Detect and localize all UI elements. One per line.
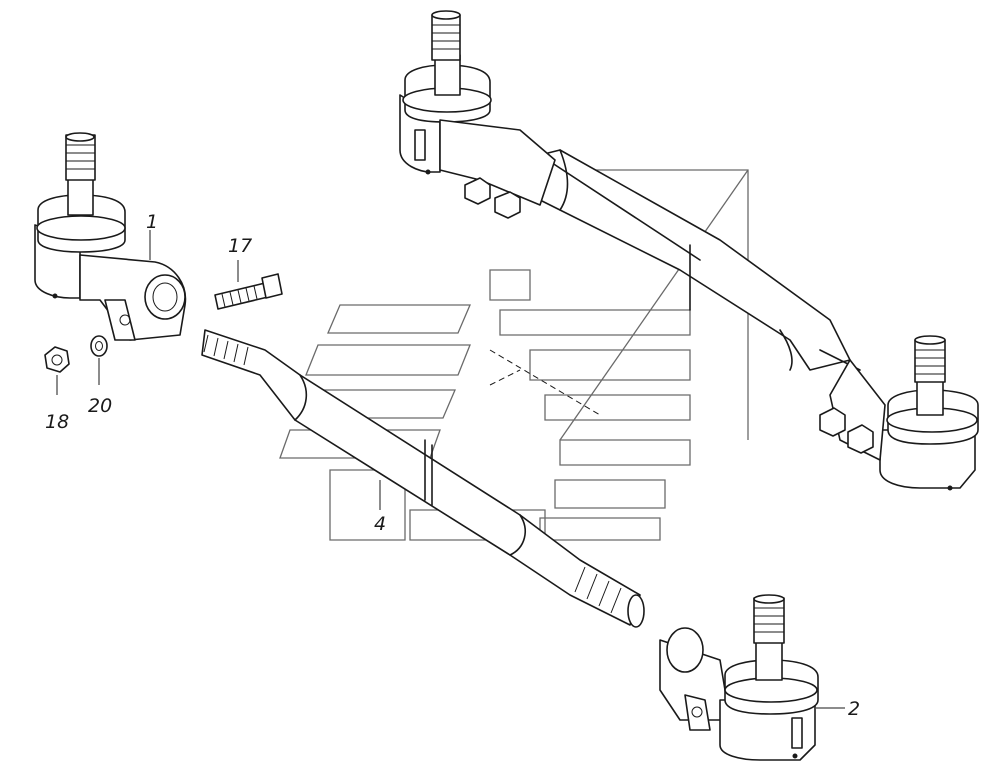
tie-rod-end-part-2: [659, 594, 819, 761]
nut-part-18: [44, 346, 70, 373]
label-part-2: 2: [848, 698, 860, 720]
label-part-20: 20: [88, 395, 112, 417]
bolt-part-17: [214, 273, 283, 310]
tie-rod-end-part-1: [34, 132, 187, 341]
tie-rod-tube-part-4: [201, 329, 645, 628]
washer-part-20: [90, 335, 108, 357]
label-part-4: 4: [374, 513, 386, 535]
leader-lines: [56, 230, 845, 709]
label-part-18: 18: [45, 411, 69, 433]
assembled-tie-rod: [399, 10, 979, 491]
label-part-1: 1: [146, 211, 158, 233]
label-part-17: 17: [228, 235, 252, 257]
